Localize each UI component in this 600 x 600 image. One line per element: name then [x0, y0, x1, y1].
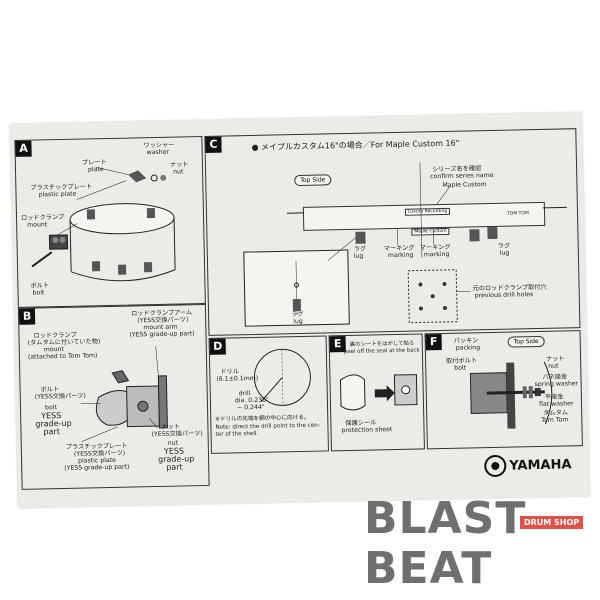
sheet-drawing	[339, 374, 418, 411]
yamaha-logo-icon	[484, 454, 507, 477]
blast-wordmark: BLAST	[364, 493, 527, 544]
mount-arm-drawing	[80, 346, 168, 442]
shell-mount-drawing	[31, 166, 176, 282]
yamaha-wordmark: YAMAHA	[509, 457, 572, 474]
panel-d: D ドリル (6.1±0.1mm) drill dia. 0.236" ~ 0.…	[208, 335, 329, 454]
drum-shop-badge: DRUM SHOP	[520, 516, 584, 529]
panel-c: C ● メイプルカスタム16"の場合／For Maple Custom 16" …	[204, 128, 581, 336]
layout-drawing	[243, 162, 567, 327]
instruction-sheet: A ワッシャー washer プレート plate ナット nut	[10, 112, 590, 508]
panel-a: A ワッシャー washer プレート plate ナット nut	[14, 136, 206, 308]
beat-wordmark: BEAT	[364, 543, 493, 594]
panel-e: E 裏のシートをはがして貼る peel off the seal at the …	[328, 333, 425, 452]
panel-b: B ロッドクランプ (タムタムに付いていた物) mount (attached …	[17, 303, 210, 490]
drill-drawing	[253, 348, 311, 406]
bolt-assembly-drawing	[469, 361, 553, 429]
panel-f: F パッキン packing Top Side 取付ボルト bolt ナット n…	[424, 330, 583, 450]
